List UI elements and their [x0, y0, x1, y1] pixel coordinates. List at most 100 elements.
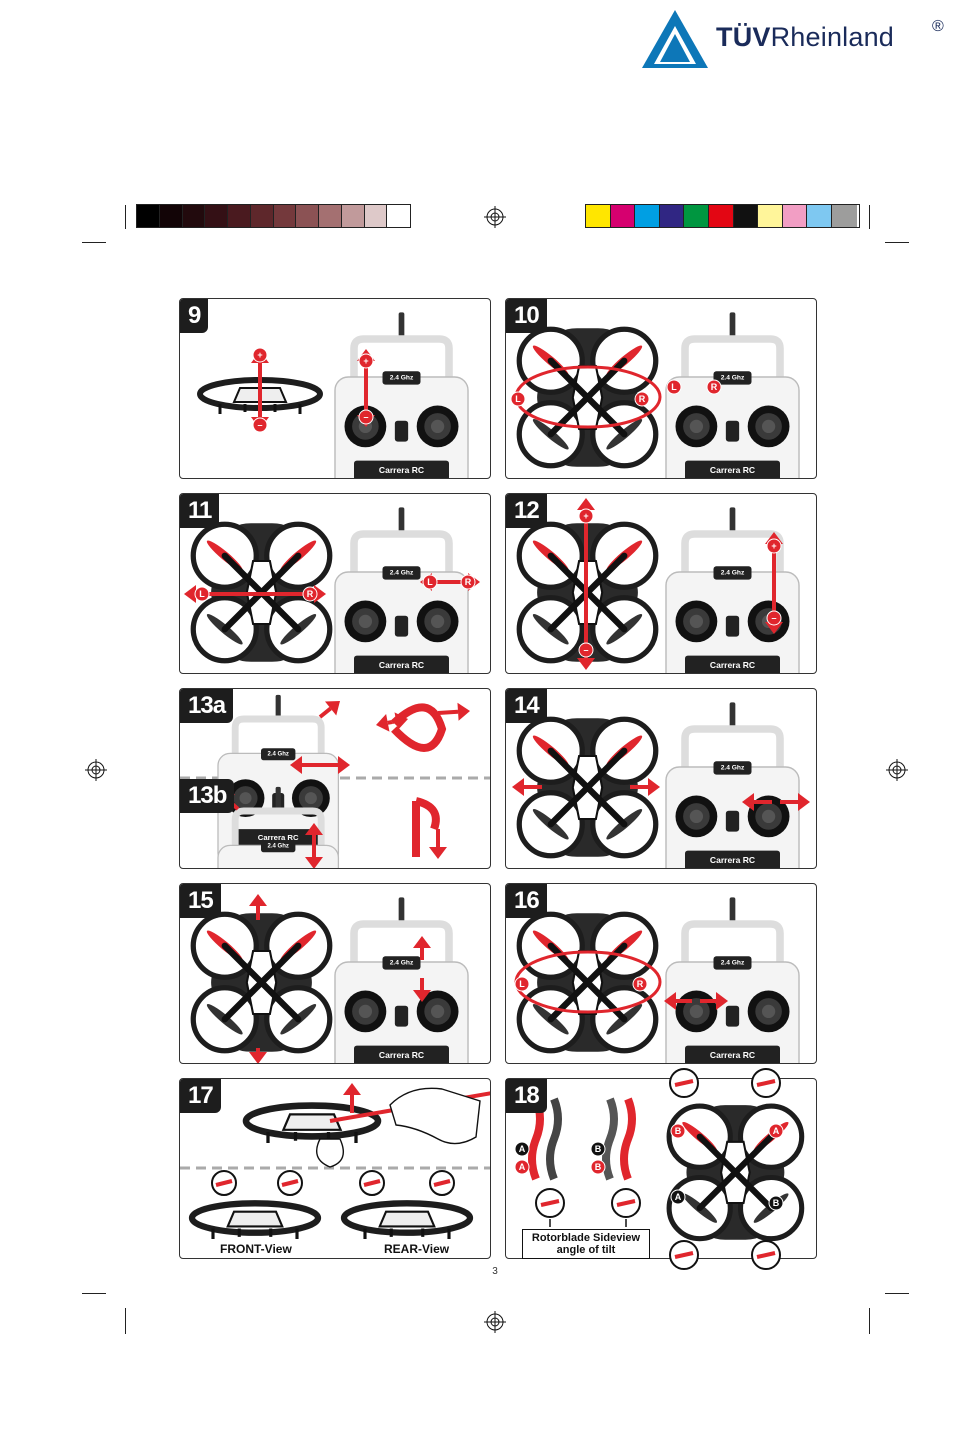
trim-arrow [249, 1048, 267, 1063]
remote-label-plate [354, 1045, 449, 1063]
brand-label: Carrera RC [710, 660, 755, 670]
brand-label: Carrera RC [710, 1050, 755, 1060]
badge-text: R [639, 394, 646, 404]
joystick-cap [689, 419, 704, 434]
badge [666, 379, 682, 395]
joystick-cap [689, 1004, 704, 1019]
flip-arrow [320, 756, 350, 774]
badge-text: L [519, 979, 525, 989]
joystick-cap [430, 614, 445, 629]
step-number: 15 [180, 884, 221, 918]
rotor-badge-b [670, 1123, 686, 1139]
antenna [729, 507, 736, 536]
badge-text: + [257, 350, 262, 360]
hand-illustration [389, 1087, 481, 1145]
color-swatch [387, 205, 410, 227]
antenna [729, 897, 736, 926]
flip-loop [391, 703, 447, 752]
remote-handle [350, 530, 453, 592]
badge [252, 417, 268, 433]
brand-label: Carrera RC [710, 855, 755, 865]
badge [358, 353, 374, 369]
color-swatch [250, 205, 274, 227]
frequency-label: 2.4 Ghz [390, 374, 414, 381]
drone-guard [242, 1102, 382, 1140]
brand-label: Carrera RC [710, 465, 755, 475]
rotor-badge-b [768, 1195, 784, 1211]
registration-mark-icon [85, 759, 107, 781]
remote-screen [713, 956, 752, 970]
trim-arrow [780, 793, 810, 811]
trim-arrow [249, 894, 267, 920]
landing-legs [266, 1132, 358, 1144]
step-number: 9 [180, 299, 209, 333]
blade-angle [756, 1079, 776, 1087]
joystick-cap [689, 614, 704, 629]
blade-angle [215, 1179, 233, 1187]
step-number: 13b [180, 779, 235, 813]
trim-arrow [664, 992, 692, 1010]
antenna [275, 786, 281, 813]
color-swatch [782, 205, 808, 227]
badge [358, 409, 374, 425]
drone-guard [340, 1200, 474, 1236]
rotor-blade [602, 1097, 618, 1181]
remote-handle [681, 335, 784, 397]
color-swatch [807, 205, 832, 227]
joystick-cap [430, 419, 445, 434]
trim-arrow [413, 978, 431, 1002]
landing-legs [363, 1228, 451, 1239]
joystick-cap [761, 419, 776, 434]
step-number: 13a [180, 689, 234, 723]
antenna [398, 897, 405, 926]
badge-text: R [307, 589, 314, 599]
color-swatch [831, 205, 857, 227]
rotor-badge-a [514, 1141, 530, 1157]
drone-top-view [666, 1103, 805, 1242]
color-swatch [684, 205, 709, 227]
trim-arrow [512, 778, 542, 796]
flip-arrow [391, 712, 408, 731]
rotor-badge-a [514, 1159, 530, 1175]
brand-label: Carrera RC [379, 1050, 424, 1060]
remote-label-plate [354, 655, 449, 673]
drone-arms [222, 943, 301, 1022]
flip-loop [412, 797, 440, 857]
remote-screen [713, 371, 752, 385]
color-swatch [341, 205, 365, 227]
badge [578, 508, 594, 524]
blade-angle [540, 1199, 560, 1207]
color-swatch [205, 205, 228, 227]
blade-angle [616, 1199, 636, 1207]
badge-text: R [465, 577, 472, 587]
rotor-badge-a [768, 1123, 784, 1139]
rotor-badge-a-text: A [519, 1144, 526, 1154]
blade-angle [756, 1251, 776, 1259]
step-panel-17: 17 FRONT-View REAR-View [179, 1078, 491, 1259]
power-switch [725, 420, 740, 442]
rotor-badge-a-text: A [675, 1192, 682, 1202]
frequency-label: 2.4 Ghz [721, 959, 745, 966]
color-swatch [273, 205, 297, 227]
badge-text: + [771, 541, 776, 551]
badge-text: L [199, 589, 205, 599]
color-swatch [758, 205, 783, 227]
blade-angle [281, 1179, 299, 1187]
remote-handle [350, 920, 453, 982]
rotor-badge-b-text: B [773, 1198, 780, 1208]
badge [194, 586, 210, 602]
drone-guard [188, 1200, 322, 1236]
badge-text: L [515, 394, 521, 404]
badge [302, 586, 318, 602]
frequency-label: 2.4 Ghz [721, 569, 745, 576]
trim-arrow [413, 936, 431, 960]
rotor-badge-b-text: B [595, 1144, 602, 1154]
badge [460, 574, 476, 590]
badge-text: – [583, 645, 588, 655]
remote-screen [382, 566, 421, 580]
